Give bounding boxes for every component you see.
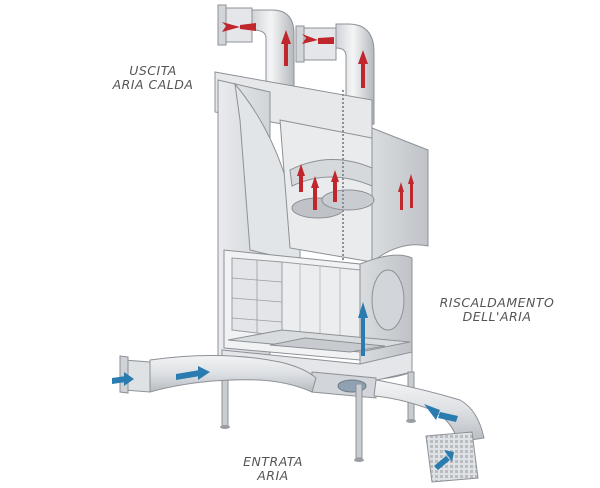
arrow-hot-up-pipe-right: [358, 50, 368, 88]
label-air-inlet-line1: ENTRATA: [243, 454, 303, 469]
arrow-cold-inlet-left: [112, 372, 134, 386]
arrow-hot-side-1: [398, 182, 404, 210]
arrow-cold-duct-left: [176, 366, 210, 380]
inlet-duct-right: [373, 379, 485, 483]
label-air-heating: RISCALDAMENTO DELL'ARIA: [424, 296, 570, 324]
arrow-hot-up-pipe-left: [281, 30, 291, 66]
arrow-hot-outlet-right: [302, 34, 334, 44]
label-hot-air-outlet-line1: USCITA: [129, 63, 177, 78]
arrow-cold-heating-up: [358, 302, 368, 356]
arrow-hot-outlet-left: [222, 22, 256, 32]
arrow-hot-side-2: [408, 174, 414, 208]
arrow-hot-tube-3: [331, 170, 339, 202]
arrow-hot-tube-2: [311, 176, 319, 210]
label-air-heating-line1: RISCALDAMENTO: [439, 295, 555, 310]
label-hot-air-outlet-line2: ARIA CALDA: [112, 77, 194, 92]
arrow-hot-tube-1: [297, 164, 305, 192]
label-air-inlet-line2: ARIA: [257, 468, 289, 483]
cold-air-arrows: [112, 302, 458, 470]
stove-body: [214, 71, 429, 462]
arrow-cold-duct-right: [424, 404, 458, 422]
hot-air-arrows: [222, 22, 414, 210]
label-hot-air-outlet: USCITA ARIA CALDA: [98, 64, 208, 92]
arrow-cold-grille: [434, 450, 454, 470]
label-air-inlet: ENTRATA ARIA: [218, 455, 328, 483]
outlet-pipe-left: [217, 4, 295, 91]
label-air-heating-line2: DELL'ARIA: [462, 309, 532, 324]
